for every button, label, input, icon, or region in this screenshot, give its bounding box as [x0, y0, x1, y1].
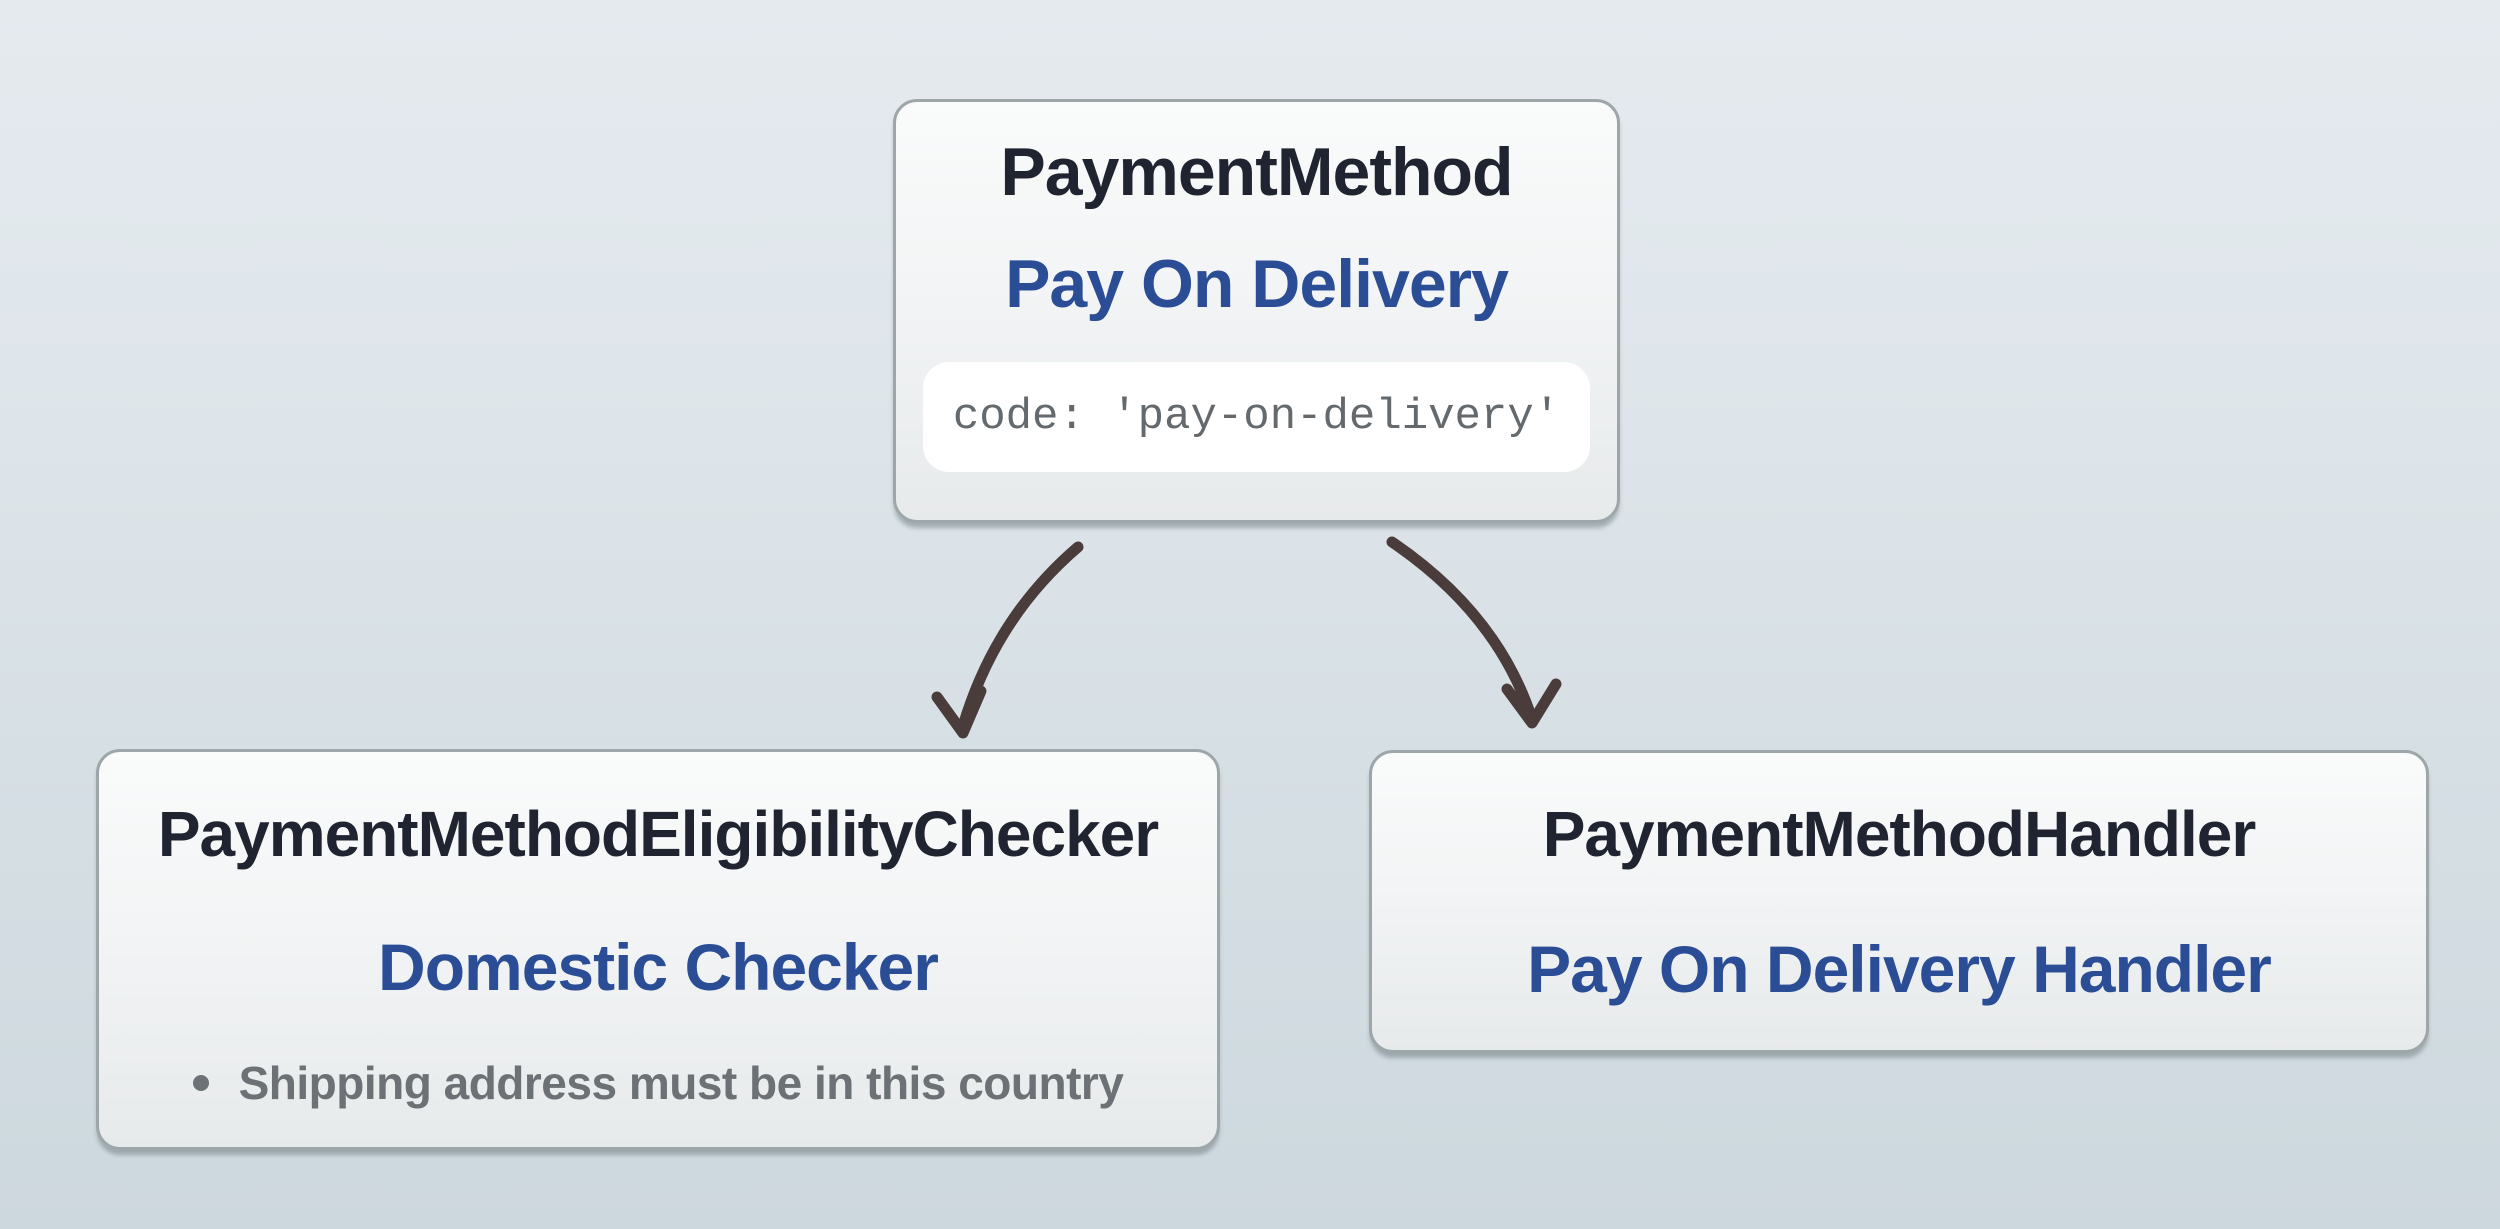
eligibility-checker-subtitle: Domestic Checker	[378, 930, 939, 1004]
handler-node: PaymentMethodHandler Pay On Delivery Han…	[1369, 750, 2429, 1053]
eligibility-checker-title: PaymentMethodEligibilityChecker	[157, 798, 1159, 870]
payment-method-subtitle: Pay On Delivery	[1005, 246, 1509, 322]
payment-method-node: PaymentMethod Pay On Delivery code: 'pay…	[893, 99, 1620, 523]
eligibility-rule-text: Shipping address must be in this country	[238, 1057, 1124, 1109]
payment-method-title: PaymentMethod	[1000, 134, 1513, 210]
bullet-dot-icon	[192, 1075, 209, 1091]
handler-title: PaymentMethodHandler	[1542, 798, 2257, 870]
arrow-to-handler-head-icon	[1501, 678, 1562, 729]
arrow-to-handler	[1386, 536, 1538, 725]
handler-subtitle: Pay On Delivery Handler	[1527, 932, 2272, 1006]
arrow-to-eligibility-checker	[957, 541, 1084, 732]
eligibility-checker-node: PaymentMethodEligibilityChecker Domestic…	[96, 749, 1220, 1150]
payment-method-code-badge: code: 'pay-on-delivery'	[922, 362, 1591, 472]
arrow-to-eligibility-checker-head-icon	[931, 685, 987, 739]
eligibility-rule-item: Shipping address must be in this country	[99, 1059, 1217, 1107]
